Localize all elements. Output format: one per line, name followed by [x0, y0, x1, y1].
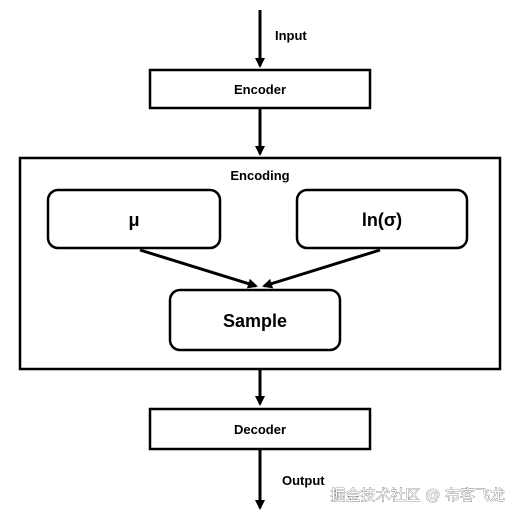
- sample-box: [168, 288, 342, 352]
- ln-sigma-box: [295, 188, 469, 250]
- mu-box: [46, 188, 222, 250]
- sample-label: Sample: [223, 311, 287, 331]
- sigma-to-sample-arrow: [262, 248, 381, 289]
- watermark: 掘金技术社区 @ 布客飞龙: [330, 486, 505, 504]
- encoding-label: Encoding: [230, 168, 289, 183]
- encoder-label: Encoder: [234, 82, 286, 97]
- ln-sigma-label: ln(σ): [362, 210, 402, 230]
- input-label: Input: [275, 28, 307, 43]
- output-label: Output: [282, 473, 325, 488]
- mu-to-sample-arrow: [139, 248, 258, 289]
- decoder-label: Decoder: [234, 422, 286, 437]
- mu-label: μ: [128, 210, 139, 230]
- encoding-container: [18, 156, 502, 371]
